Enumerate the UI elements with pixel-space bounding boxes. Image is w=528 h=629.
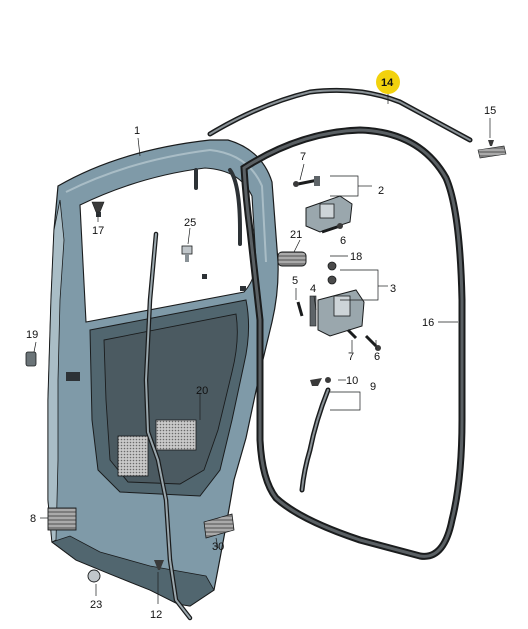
label-part-16: 16 — [422, 317, 434, 329]
trim-strip-30 — [203, 513, 235, 539]
clip-12 — [154, 560, 164, 570]
label-part-8: 8 — [30, 513, 36, 525]
lower-hinge — [296, 261, 381, 351]
clip-10 — [310, 378, 322, 386]
door-side-flange — [47, 199, 65, 543]
speaker-grille-upper — [155, 419, 197, 451]
label-part-7a: 7 — [300, 151, 306, 163]
lower-seal — [299, 387, 331, 493]
label-part-14[interactable]: 14 — [381, 77, 394, 89]
clip-15 — [477, 140, 507, 159]
label-part-6b: 6 — [374, 351, 380, 363]
door-handle-recess — [66, 372, 80, 381]
label-part-18: 18 — [350, 251, 362, 263]
label-part-5: 5 — [292, 275, 298, 287]
frame-weatherstrip — [194, 168, 242, 246]
door-clip-hole — [240, 286, 246, 291]
leader-lines — [33, 92, 491, 604]
label-part-15: 15 — [484, 105, 496, 117]
label-part-1: 1 — [134, 125, 140, 137]
label-part-2: 2 — [378, 185, 384, 197]
door-frame-edge — [65, 148, 267, 263]
label-part-9: 9 — [370, 381, 376, 393]
label-part-21: 21 — [290, 229, 302, 241]
part-labels: 1 2 3 4 5 6 6 7 7 8 9 10 12 14 15 16 17 … — [26, 77, 496, 621]
door-clip-hole — [96, 212, 101, 217]
label-part-17: 17 — [92, 225, 104, 237]
label-part-7b: 7 — [348, 351, 354, 363]
label-part-19: 19 — [26, 329, 38, 341]
bolt-25 — [181, 245, 193, 262]
door-shell — [47, 139, 279, 607]
label-part-3: 3 — [390, 283, 396, 295]
label-part-20: 20 — [196, 385, 208, 397]
label-part-6a: 6 — [340, 235, 346, 247]
label-part-23: 23 — [90, 599, 102, 611]
highlight-marker[interactable] — [376, 70, 400, 94]
clip-10-b — [325, 377, 331, 383]
label-part-25: 25 — [184, 217, 196, 229]
speaker-grille-lower — [117, 435, 149, 477]
window-guide-rail — [143, 231, 193, 621]
door-check-bumper — [277, 251, 307, 267]
clip-17 — [91, 201, 105, 213]
plug-19 — [25, 351, 37, 367]
window-seal-strip — [207, 87, 473, 143]
label-part-12: 12 — [150, 609, 162, 621]
vent-grille-8 — [47, 507, 77, 531]
upper-hinge — [293, 176, 353, 234]
door-seal — [240, 126, 466, 560]
label-part-4: 4 — [310, 283, 316, 295]
cap-23 — [87, 569, 101, 583]
label-part-10: 10 — [346, 375, 358, 387]
label-part-30: 30 — [212, 541, 224, 553]
door-clip-hole — [202, 274, 207, 279]
